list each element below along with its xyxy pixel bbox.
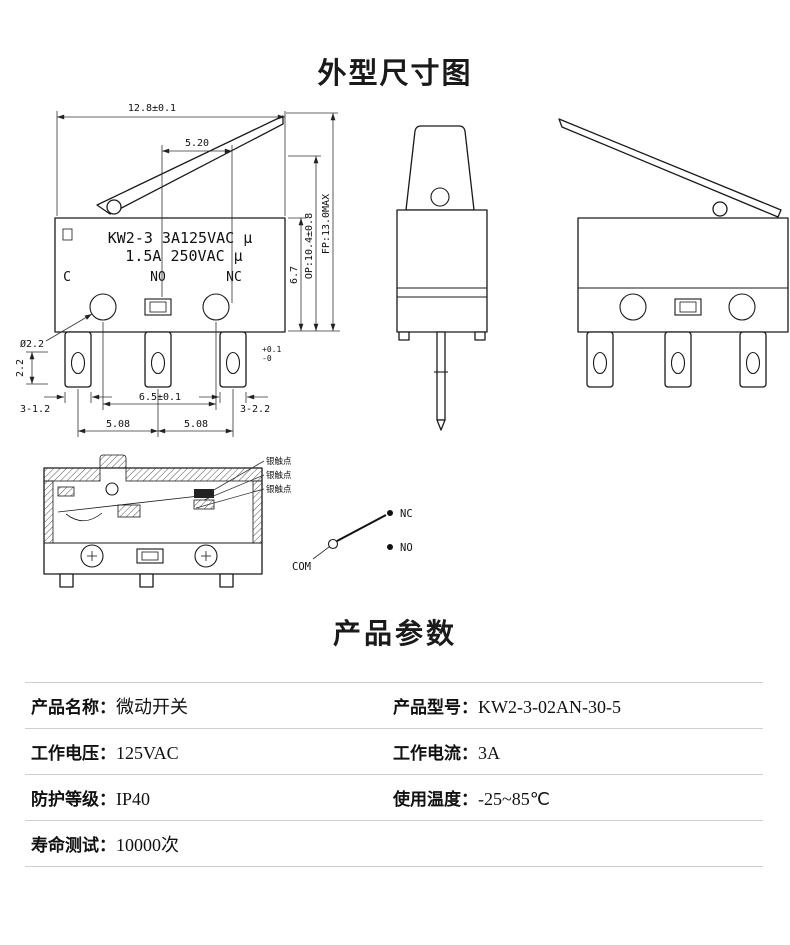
rear-view <box>558 118 789 388</box>
param-value: KW2-3-02AN-30-5 <box>478 697 621 717</box>
lever-arm <box>96 115 284 215</box>
dim-terminal-thickness: 2.2 <box>15 359 26 377</box>
dim-hole-spec-left: 3-1.2 <box>20 404 50 415</box>
outline-drawing-title: 外型尺寸图 <box>317 58 473 90</box>
param-value: 10000次 <box>116 834 179 855</box>
no-node <box>387 544 393 550</box>
product-params-title: 产品参数 <box>332 618 457 649</box>
dim-hole-diameter: Ø2.2 <box>20 338 44 350</box>
silver-contact-label: 银触点 <box>266 456 292 466</box>
spring-lever <box>57 494 209 513</box>
section-case <box>43 467 263 575</box>
front-dimensions: 12.8±0.1 5.20 6.7 OP:10.4±0.8 FP:13.0MAX <box>15 103 340 437</box>
dim-hole-spec-right: 3-2.2 <box>240 404 270 415</box>
body-marking-1: KW2-3 3A125VAC μ <box>108 229 253 247</box>
param-row: 产品名称： 微动开关 产品型号： KW2-3-02AN-30-5 <box>25 682 763 728</box>
hinge-pin <box>106 199 122 215</box>
param-label: 工作电流： <box>393 744 478 763</box>
terminal-pin <box>64 331 92 388</box>
nc-node <box>387 510 393 516</box>
mounting-hole-right <box>202 293 230 321</box>
silver-contact-label: 银触点 <box>266 484 292 494</box>
param-label: 产品名称： <box>31 697 116 717</box>
param-cell: 寿命测试： 10000次 <box>25 831 387 857</box>
param-cell: 产品型号： KW2-3-02AN-30-5 <box>387 693 621 718</box>
com-label: COM <box>292 561 311 573</box>
param-value: -25~85℃ <box>478 789 550 809</box>
param-label: 寿命测试： <box>31 835 116 855</box>
side-body <box>396 209 488 333</box>
no-label: NO <box>400 542 413 554</box>
mounting-hole-left <box>89 293 117 321</box>
circuit-diagram: NC NO COM <box>292 508 413 573</box>
param-label: 使用温度： <box>393 790 478 809</box>
switch-lever-symbol <box>336 514 387 542</box>
param-label: 工作电压： <box>31 744 116 763</box>
params-table: 产品名称： 微动开关 产品型号： KW2-3-02AN-30-5 工作电压： 1… <box>25 682 763 867</box>
dim-tolerance-plus: +0.1 <box>262 345 281 354</box>
section-plunger <box>105 482 119 496</box>
param-label: 产品型号： <box>393 698 478 717</box>
technical-drawing: KW2-3 3A125VAC μ 1.5A 250VAC μ C NO NC <box>15 103 789 588</box>
side-view <box>396 125 488 431</box>
mounting-hole-left <box>619 293 647 321</box>
switch-body: KW2-3 3A125VAC μ 1.5A 250VAC μ C NO NC <box>54 217 286 333</box>
body-marking-2: 1.5A 250VAC μ <box>125 247 242 265</box>
front-view: KW2-3 3A125VAC μ 1.5A 250VAC μ C NO NC <box>15 103 340 437</box>
mounting-hole-right <box>728 293 756 321</box>
dim-terminal-span: 6.5±0.1 <box>139 392 181 403</box>
param-cell: 工作电流： 3A <box>387 739 500 764</box>
solder-terminals <box>64 331 247 388</box>
param-cell: 工作电压： 125VAC <box>25 739 387 764</box>
actuator-slot <box>144 298 172 316</box>
dim-overall-width: 12.8±0.1 <box>128 103 176 114</box>
dim-tolerance-minus: -0 <box>262 354 272 363</box>
com-node <box>327 538 339 550</box>
param-row: 防护等级： IP40 使用温度： -25~85℃ <box>25 774 763 820</box>
param-value: 125VAC <box>116 743 179 763</box>
logo-mark <box>62 228 73 241</box>
param-cell: 防护等级： IP40 <box>25 785 387 810</box>
lever-arm <box>558 118 782 218</box>
param-value: 微动开关 <box>116 696 188 717</box>
dim-body-height: 6.7 <box>289 266 300 284</box>
dim-op-height: OP:10.4±0.8 <box>304 213 315 279</box>
param-cell: 使用温度： -25~85℃ <box>387 785 550 810</box>
terminal-label-c: C <box>63 270 71 285</box>
side-terminal-pin <box>436 331 446 421</box>
silver-contact-label: 银触点 <box>266 470 292 480</box>
param-value: 3A <box>478 743 500 763</box>
param-cell: 产品名称： 微动开关 <box>25 693 387 719</box>
dim-pitch-left: 5.08 <box>106 419 130 430</box>
terminal-label-no: NO <box>150 270 166 285</box>
param-row: 工作电压： 125VAC 工作电流： 3A <box>25 728 763 774</box>
nc-label: NC <box>400 508 413 520</box>
plunger-cap <box>405 125 475 211</box>
terminal-label-nc: NC <box>226 270 242 285</box>
hinge-pin <box>712 201 728 217</box>
dim-lever-offset: 5.20 <box>185 138 209 149</box>
param-row: 寿命测试： 10000次 <box>25 820 763 867</box>
param-label: 防护等级： <box>31 790 116 809</box>
terminal-pin <box>144 331 172 388</box>
dim-fp-height: FP:13.0MAX <box>321 194 332 254</box>
actuator-slot <box>674 298 702 316</box>
dim-pitch-right: 5.08 <box>184 419 208 430</box>
section-view: 银触点 银触点 银触点 <box>43 454 292 588</box>
solder-terminals <box>586 331 767 388</box>
param-value: IP40 <box>116 789 151 809</box>
terminal-pin <box>219 331 247 388</box>
silver-contact <box>194 489 214 498</box>
